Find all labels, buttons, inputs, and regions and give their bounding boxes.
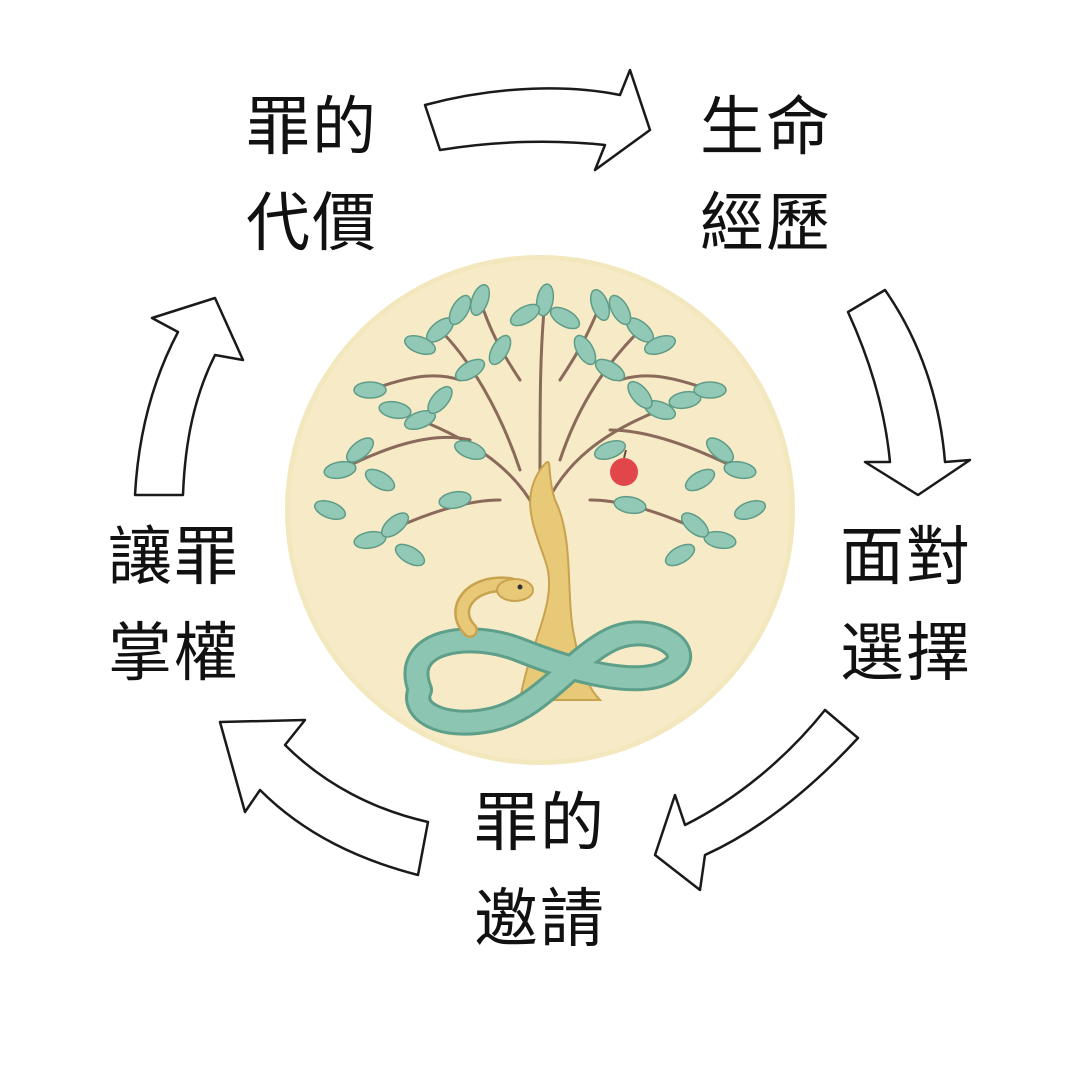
stage-label-line: 經歷 (700, 187, 832, 261)
stage-label-line: 讓罪 (108, 521, 240, 595)
arrow-reign-to-cost-icon (133, 296, 245, 497)
arrow-life-to-face-icon (846, 288, 972, 497)
stage-label-cost: 罪的 代價 (246, 80, 378, 272)
apple-icon (610, 449, 638, 486)
stage-label-line: 邀請 (474, 883, 606, 957)
arrow-invite-to-reign-icon (218, 718, 430, 877)
stage-label-line: 面對 (840, 521, 972, 595)
stage-label-line: 掌權 (108, 617, 240, 691)
tree-illustration (313, 283, 767, 701)
stage-label-invite: 罪的 邀請 (474, 776, 606, 968)
arrow-cost-to-life-icon (423, 68, 652, 172)
arrow-face-to-invite-icon (653, 708, 860, 892)
stage-label-line: 代價 (246, 187, 378, 261)
stage-label-line: 生命 (700, 91, 832, 165)
stage-label-line: 罪的 (246, 91, 378, 165)
stage-label-life: 生命 經歷 (700, 80, 832, 272)
stage-label-line: 罪的 (474, 787, 606, 861)
stage-label-face: 面對 選擇 (840, 510, 972, 702)
stage-label-line: 選擇 (840, 617, 972, 691)
serpent-illustration (403, 576, 692, 736)
stage-label-reign: 讓罪 掌權 (108, 510, 240, 702)
